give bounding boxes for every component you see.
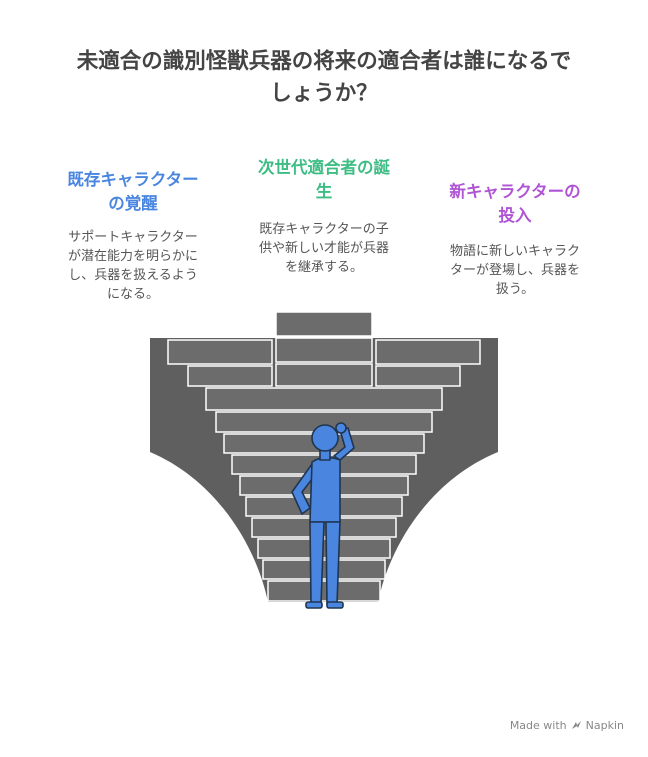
napkin-brand-label: Napkin <box>585 719 624 732</box>
page-title-line-1: 未適合の識別怪獣兵器の将来の適合者は誰になるで <box>76 49 572 74</box>
column-new-character-description: 物語に新しいキャラク ターが登場し、兵器を 扱う。 <box>424 242 606 299</box>
top-tower-right <box>375 339 481 387</box>
person-left-foot <box>305 601 323 609</box>
column-next-generation-title: 次世代適合者の誕 生 <box>228 156 420 204</box>
person-right-leg <box>325 521 341 605</box>
page-title-line-2: しょうか？ <box>270 81 378 106</box>
stair-step <box>262 559 386 580</box>
column-awakening-desc-line-2: が潜在能力を明らかに <box>67 249 198 264</box>
column-awakening-title-line-2: の覚醒 <box>108 194 158 213</box>
column-awakening-title: 既存キャラクター の覚醒 <box>38 168 228 216</box>
column-awakening-desc-line-4: になる。 <box>106 287 159 302</box>
column-next-generation-desc-line-2: 供や新しい才能が兵器 <box>258 241 389 256</box>
page-title: 未適合の識別怪獣兵器の将来の適合者は誰になるで しょうか？ <box>0 46 648 110</box>
column-new-character-desc-line-1: 物語に新しいキャラク <box>449 244 580 259</box>
column-next-generation-title-line-1: 次世代適合者の誕 <box>258 158 390 177</box>
column-next-generation-description: 既存キャラクターの子 供や新しい才能が兵器 を継承する。 <box>240 220 408 277</box>
top-tower-center <box>275 311 373 387</box>
person-right-foot <box>326 601 344 609</box>
person-torso <box>309 456 341 523</box>
napkin-logo-icon <box>571 721 581 729</box>
column-new-character-desc-line-3: 扱う。 <box>495 282 535 297</box>
stair-step <box>205 387 443 411</box>
person-hand <box>335 422 347 434</box>
column-awakening-desc-line-3: し、兵器を扱えるよう <box>68 268 198 283</box>
column-awakening-desc-line-1: サポートキャラクター <box>68 230 198 245</box>
person-head <box>311 424 339 452</box>
column-awakening-title-line-1: 既存キャラクター <box>67 170 199 189</box>
column-new-character-desc-line-2: ターが登場し、兵器を <box>449 263 580 278</box>
top-tower-left <box>167 339 273 387</box>
made-with-label: Made with <box>509 719 567 732</box>
made-with-napkin-footer[interactable]: Made with Napkin <box>510 719 624 732</box>
column-awakening-description: サポートキャラクター が潜在能力を明らかに し、兵器を扱えるよう になる。 <box>40 228 226 304</box>
stair-step <box>267 580 381 602</box>
column-next-generation-desc-line-3: を継承する。 <box>284 260 363 275</box>
column-new-character-title-line-1: 新キャラクターの <box>449 182 581 201</box>
person-left-leg <box>309 521 325 605</box>
column-new-character-title-line-2: 投入 <box>498 206 532 225</box>
column-next-generation-desc-line-1: 既存キャラクターの子 <box>259 222 389 237</box>
column-next-generation-title-line-2: 生 <box>315 182 333 201</box>
thinking-person-figure <box>291 422 355 609</box>
column-new-character-title: 新キャラクターの 投入 <box>420 180 610 228</box>
